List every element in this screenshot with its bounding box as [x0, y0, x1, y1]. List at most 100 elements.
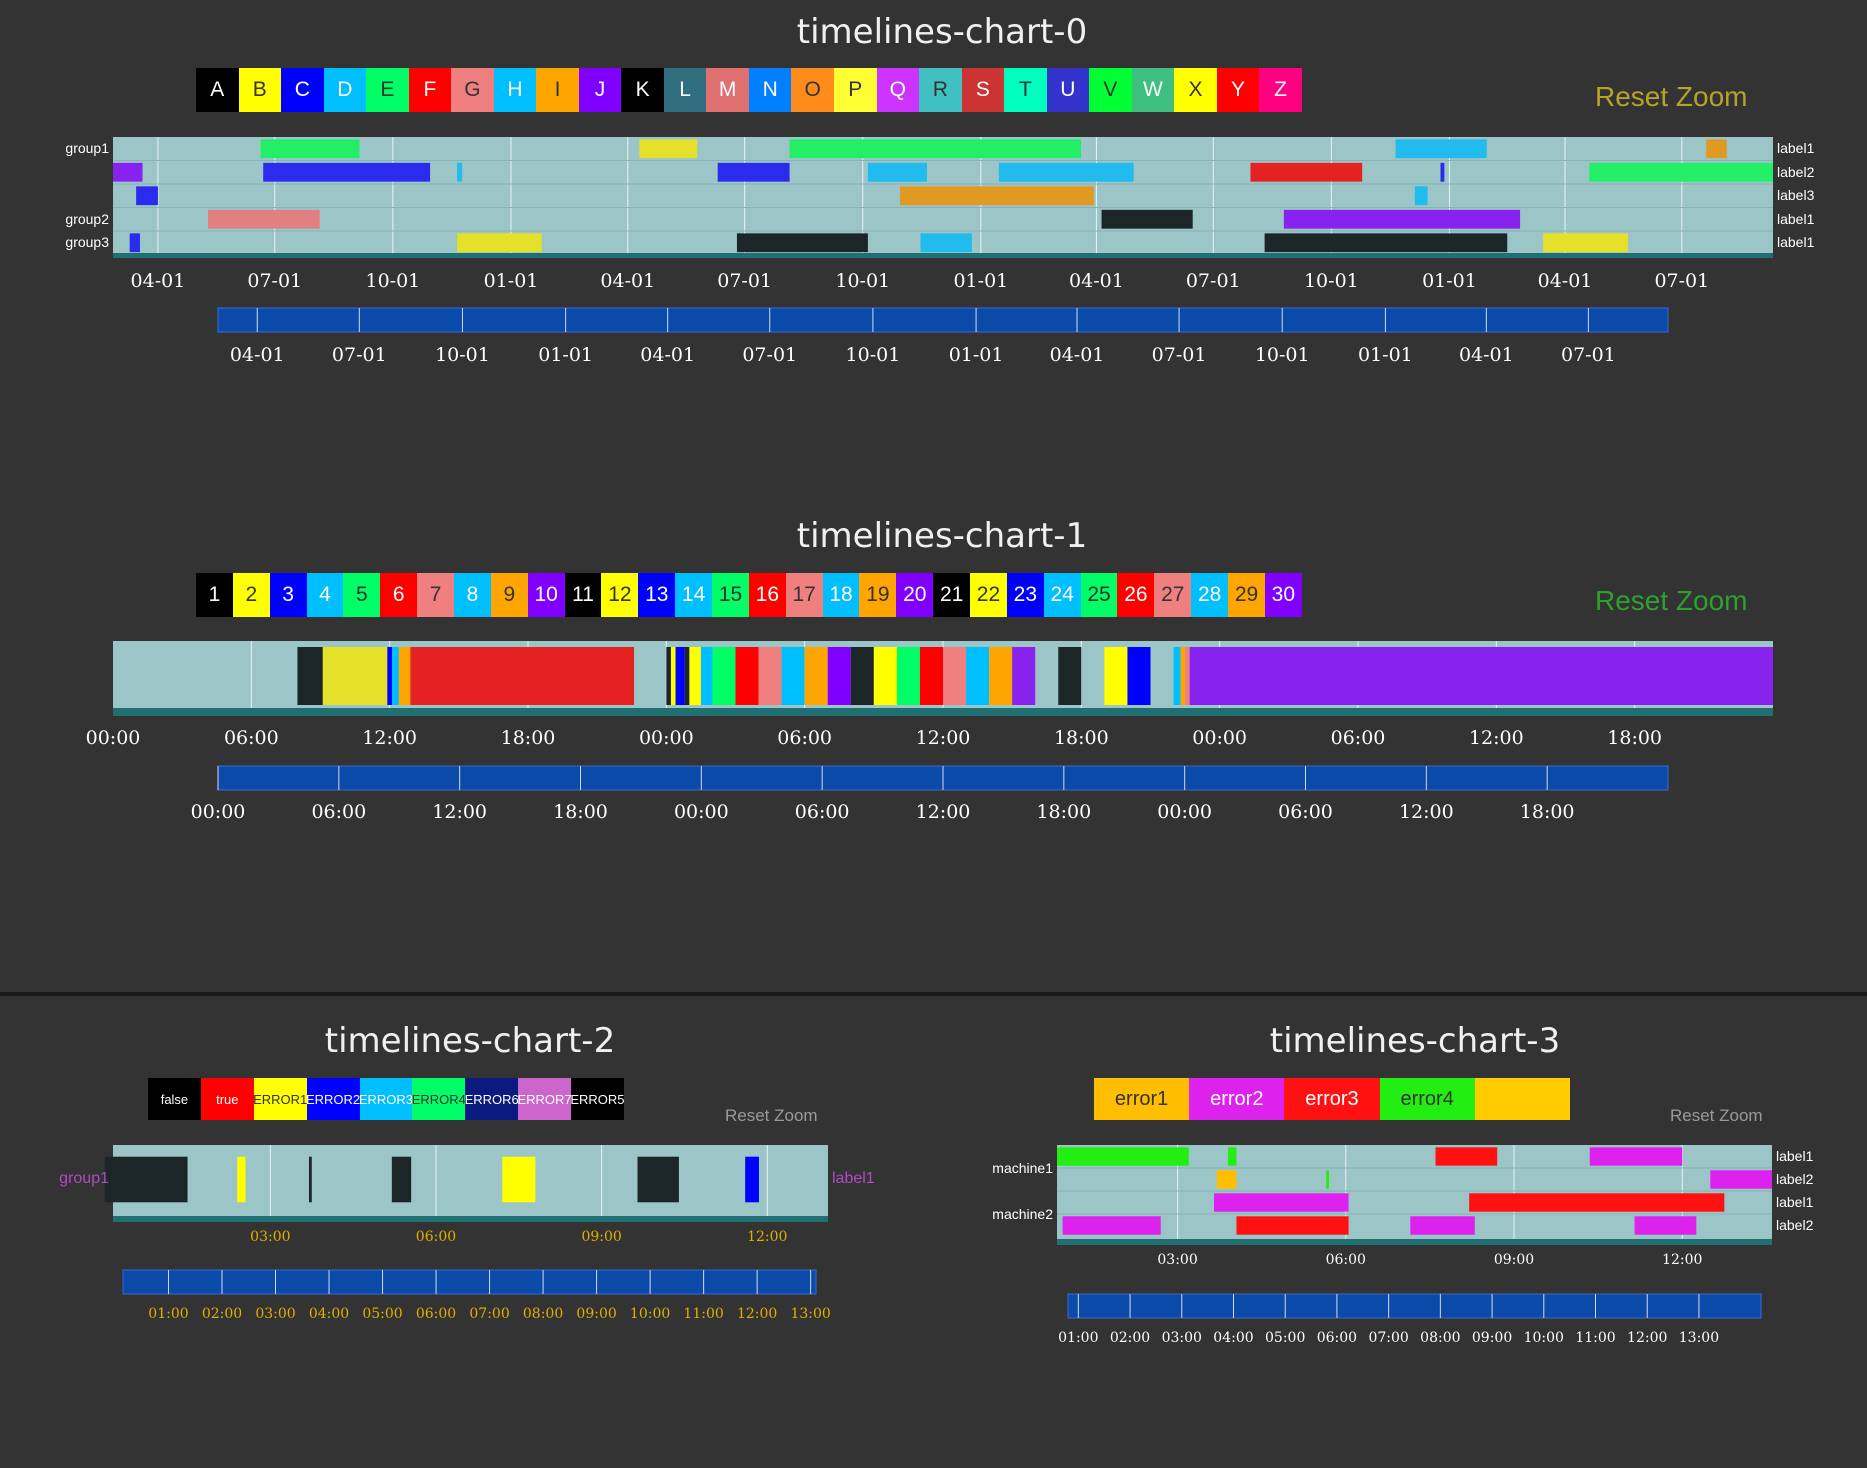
reset-zoom-button[interactable]: Reset Zoom — [1595, 80, 1748, 112]
timeline-segment[interactable] — [1326, 1170, 1329, 1189]
timeline-segment[interactable] — [867, 162, 927, 182]
time-brush[interactable] — [122, 1269, 817, 1295]
timeline-plot[interactable] — [104, 1145, 828, 1222]
legend-swatch[interactable]: 8 — [454, 573, 491, 617]
timeline-segment[interactable] — [1264, 233, 1508, 253]
timeline-segment[interactable] — [457, 233, 542, 253]
timeline-segment[interactable] — [989, 647, 1013, 705]
timeline-plot[interactable] — [113, 137, 1773, 258]
timeline-segment[interactable] — [966, 647, 990, 705]
legend-swatch[interactable] — [1474, 1078, 1570, 1120]
timeline-segment[interactable] — [827, 647, 851, 705]
legend-swatch[interactable]: 28 — [1191, 573, 1229, 617]
timeline-segment[interactable] — [1216, 1170, 1237, 1189]
legend-swatch[interactable]: L — [663, 68, 707, 112]
timeline-segment[interactable] — [1395, 139, 1487, 159]
timeline-segment[interactable] — [789, 139, 1082, 159]
timeline-segment[interactable] — [717, 162, 790, 182]
legend-swatch[interactable]: 3 — [269, 573, 307, 617]
legend-swatch[interactable]: A — [196, 68, 239, 112]
timeline-segment[interactable] — [297, 647, 323, 705]
legend-swatch[interactable]: T — [1004, 68, 1047, 112]
legend-swatch[interactable]: M — [706, 68, 749, 112]
time-brush[interactable] — [217, 307, 1669, 333]
legend-swatch[interactable]: S — [961, 68, 1005, 112]
timeline-segment[interactable] — [502, 1156, 536, 1203]
timeline-plot[interactable] — [113, 641, 1773, 716]
legend-swatch[interactable]: R — [919, 68, 962, 112]
timeline-segment[interactable] — [1062, 1216, 1161, 1235]
timeline-segment[interactable] — [1440, 162, 1445, 182]
legend-swatch[interactable]: G — [451, 68, 494, 112]
legend-swatch[interactable]: O — [791, 68, 834, 112]
legend-swatch[interactable]: C — [281, 68, 324, 112]
legend-swatch[interactable]: 6 — [380, 573, 418, 617]
legend-swatch[interactable]: ERROR6 — [465, 1078, 519, 1120]
timeline-segment[interactable] — [639, 139, 698, 159]
legend-swatch[interactable]: 17 — [785, 573, 823, 617]
legend-swatch[interactable]: ERROR7 — [517, 1078, 572, 1120]
timeline-segment[interactable] — [899, 186, 1094, 206]
legend-swatch[interactable]: 13 — [638, 573, 676, 617]
reset-zoom-button[interactable]: Reset Zoom — [725, 1105, 818, 1125]
timeline-segment[interactable] — [1127, 647, 1151, 705]
timeline-segment[interactable] — [391, 1156, 412, 1203]
legend-swatch[interactable]: 20 — [896, 573, 934, 617]
legend-swatch[interactable]: ERROR1 — [253, 1078, 307, 1120]
legend-swatch[interactable]: 21 — [933, 573, 971, 617]
timeline-segment[interactable] — [1634, 1216, 1697, 1235]
timeline-segment[interactable] — [1589, 162, 1773, 182]
reset-zoom-button[interactable]: Reset Zoom — [1595, 584, 1748, 616]
timeline-segment[interactable] — [781, 647, 805, 705]
legend-swatch[interactable]: Q — [876, 68, 920, 112]
timeline-segment[interactable] — [1228, 1147, 1237, 1166]
timeline-segment[interactable] — [387, 647, 392, 705]
timeline-segment[interactable] — [104, 1156, 188, 1203]
legend-swatch[interactable]: J — [578, 68, 622, 112]
timeline-segment[interactable] — [1706, 139, 1727, 159]
timeline-segment[interactable] — [689, 647, 701, 705]
timeline-segment[interactable] — [457, 162, 463, 182]
timeline-segment[interactable] — [1185, 647, 1190, 705]
legend-swatch[interactable]: error3 — [1284, 1078, 1380, 1120]
timeline-plot[interactable] — [1057, 1145, 1772, 1245]
timeline-segment[interactable] — [263, 162, 431, 182]
legend-swatch[interactable]: 25 — [1080, 573, 1118, 617]
timeline-segment[interactable] — [1250, 162, 1363, 182]
legend-swatch[interactable]: 23 — [1006, 573, 1044, 617]
legend-swatch[interactable]: E — [366, 68, 409, 112]
timeline-segment[interactable] — [1104, 647, 1128, 705]
timeline-segment[interactable] — [1236, 1216, 1349, 1235]
legend-swatch[interactable]: 2 — [232, 573, 270, 617]
legend-swatch[interactable]: error2 — [1189, 1078, 1285, 1120]
timeline-segment[interactable] — [745, 1156, 759, 1203]
legend-swatch[interactable]: 19 — [859, 573, 897, 617]
timeline-segment[interactable] — [670, 647, 676, 705]
legend-swatch[interactable]: K — [621, 68, 664, 112]
brush-selection[interactable] — [1067, 1293, 1762, 1319]
time-brush[interactable] — [217, 765, 1669, 791]
timeline-segment[interactable] — [1012, 647, 1036, 705]
timeline-segment[interactable] — [208, 209, 320, 229]
timeline-segment[interactable] — [666, 647, 671, 705]
timeline-segment[interactable] — [943, 647, 967, 705]
timeline-segment[interactable] — [1101, 209, 1193, 229]
legend-swatch[interactable]: U — [1046, 68, 1090, 112]
timeline-segment[interactable] — [736, 233, 868, 253]
legend-swatch[interactable]: 12 — [601, 573, 639, 617]
timeline-segment[interactable] — [1543, 233, 1628, 253]
timeline-segment[interactable] — [873, 647, 897, 705]
timeline-segment[interactable] — [309, 1156, 312, 1203]
legend-swatch[interactable]: 1 — [196, 573, 233, 617]
timeline-segment[interactable] — [758, 647, 782, 705]
legend-swatch[interactable]: true — [200, 1078, 254, 1120]
timeline-segment[interactable] — [896, 647, 920, 705]
legend-swatch[interactable]: 7 — [417, 573, 455, 617]
legend-swatch[interactable]: 30 — [1264, 573, 1302, 617]
legend-swatch[interactable]: 11 — [564, 573, 602, 617]
legend-swatch[interactable]: X — [1174, 68, 1217, 112]
legend-swatch[interactable]: error4 — [1379, 1078, 1475, 1120]
legend-swatch[interactable]: H — [493, 68, 537, 112]
legend-swatch[interactable]: 24 — [1043, 573, 1081, 617]
legend-swatch[interactable]: 27 — [1154, 573, 1192, 617]
